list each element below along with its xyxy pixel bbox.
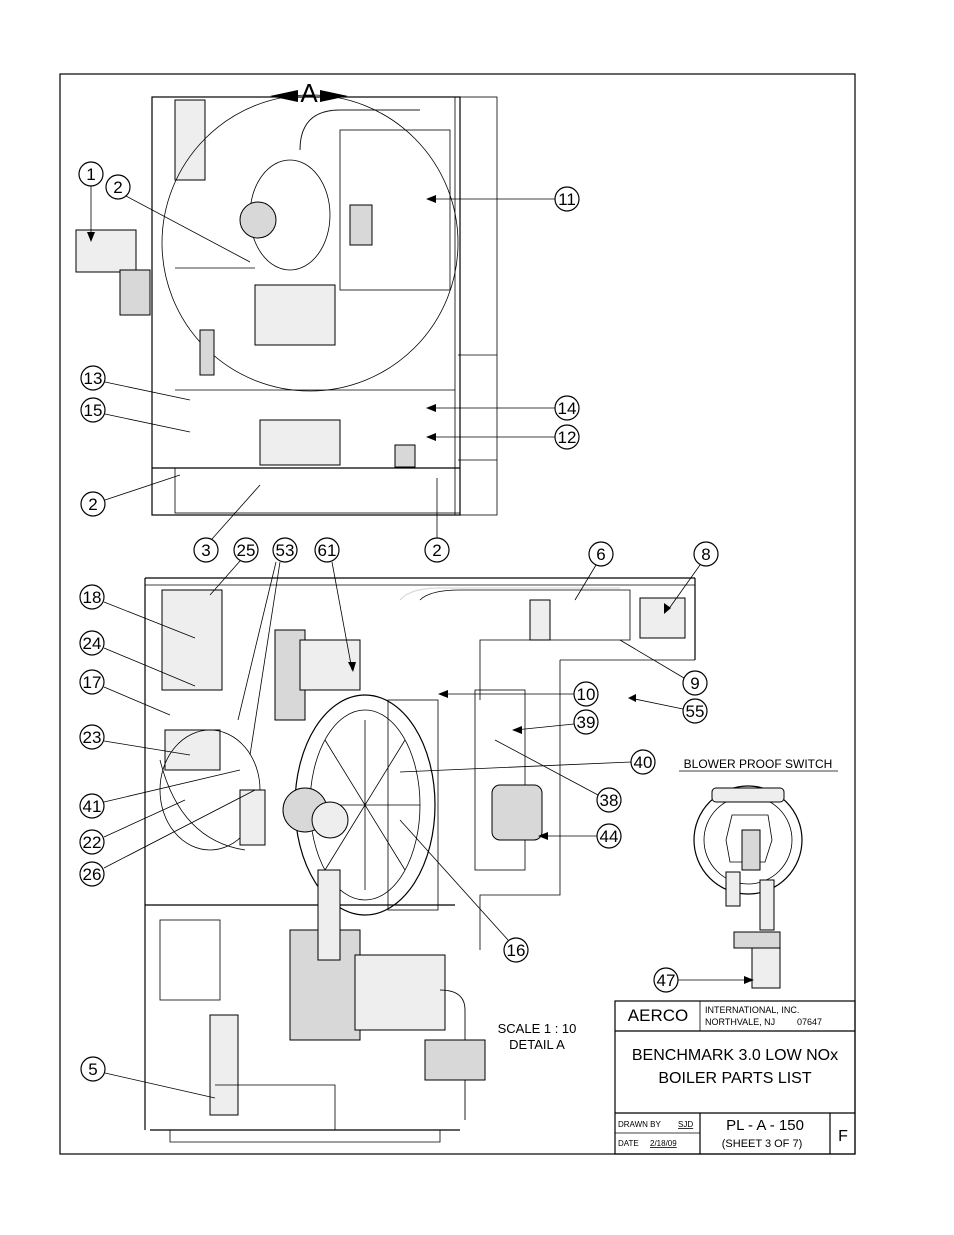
svg-text:13: 13 — [84, 369, 103, 388]
drawn-by-value: SJD — [678, 1120, 693, 1129]
svg-text:24: 24 — [83, 634, 102, 653]
callout-11: 11 — [426, 186, 580, 212]
date-value: 2/18/09 — [650, 1139, 677, 1148]
detail-a-marker: A — [270, 78, 348, 108]
svg-text:11: 11 — [558, 190, 576, 209]
svg-text:18: 18 — [83, 588, 102, 607]
company-line1: INTERNATIONAL, INC. — [705, 1005, 799, 1015]
svg-text:47: 47 — [657, 971, 676, 990]
svg-text:26: 26 — [83, 865, 102, 884]
callout-14: 14 — [426, 395, 580, 421]
callout-24: 24 — [79, 630, 196, 687]
title-block: AERCO INTERNATIONAL, INC. NORTHVALE, NJ … — [614, 1000, 856, 1155]
callout-22: 22 — [79, 799, 186, 855]
svg-text:5: 5 — [88, 1060, 97, 1079]
blower-proof-switch-inset: BLOWER PROOF SWITCH 47 — [653, 757, 838, 993]
svg-text:16: 16 — [507, 941, 526, 960]
company-name: AERCO — [628, 1006, 688, 1025]
svg-text:10: 10 — [577, 685, 596, 704]
detail-a-view — [144, 577, 696, 1143]
detail-label: DETAIL A — [509, 1037, 565, 1052]
date-label: DATE — [618, 1139, 639, 1148]
scale-note: SCALE 1 : 10 DETAIL A — [498, 1021, 577, 1052]
svg-text:8: 8 — [701, 545, 710, 564]
callout-1: 1 — [78, 161, 104, 242]
callout-23: 23 — [79, 724, 191, 756]
detail-marker-letter: A — [300, 78, 318, 108]
callout-9: 9 — [619, 639, 708, 696]
callout-47: 47 — [653, 967, 754, 993]
callout-3: 3 — [193, 484, 261, 563]
svg-text:23: 23 — [83, 728, 102, 747]
callout-39: 39 — [512, 709, 599, 735]
callout-41: 41 — [79, 769, 241, 819]
company-line2: NORTHVALE, NJ — [705, 1017, 775, 1027]
svg-text:40: 40 — [634, 753, 653, 772]
svg-text:38: 38 — [600, 791, 619, 810]
callout-15: 15 — [80, 397, 191, 433]
callout-2c: 2 — [424, 478, 450, 563]
callout-16: 16 — [399, 819, 529, 963]
svg-text:2: 2 — [113, 178, 122, 197]
drawn-by-label: DRAWN BY — [618, 1120, 661, 1129]
svg-text:15: 15 — [84, 401, 103, 420]
callout-53: 53 — [237, 537, 298, 756]
callout-12: 12 — [426, 424, 580, 450]
svg-text:61: 61 — [318, 541, 337, 560]
callout-17: 17 — [79, 669, 171, 716]
svg-text:39: 39 — [577, 713, 596, 732]
detail-a-circle — [161, 94, 459, 392]
callout-5: 5 — [80, 1056, 216, 1099]
callout-55: 55 — [628, 694, 708, 724]
callout-10: 10 — [438, 681, 599, 707]
callout-13: 13 — [80, 365, 191, 401]
svg-text:3: 3 — [201, 541, 210, 560]
company-zip: 07647 — [797, 1017, 822, 1027]
svg-text:9: 9 — [690, 674, 699, 693]
svg-text:55: 55 — [686, 702, 705, 721]
callout-38: 38 — [494, 739, 622, 813]
callout-8: 8 — [664, 541, 719, 614]
svg-text:17: 17 — [83, 673, 102, 692]
svg-text:2: 2 — [88, 495, 97, 514]
svg-text:2: 2 — [432, 541, 441, 560]
inset-title: BLOWER PROOF SWITCH — [684, 757, 833, 771]
callout-40: 40 — [399, 749, 656, 775]
svg-text:6: 6 — [596, 545, 605, 564]
revision-letter: F — [838, 1128, 848, 1145]
callout-18: 18 — [79, 584, 196, 639]
callout-6: 6 — [574, 541, 614, 601]
callout-2a: 2 — [105, 174, 251, 263]
scale-label: SCALE 1 : 10 — [498, 1021, 577, 1036]
top-assembly-view — [75, 94, 498, 516]
svg-text:1: 1 — [86, 165, 95, 184]
drawing-title-line2: BOILER PARTS LIST — [658, 1070, 811, 1087]
drawing-border — [59, 73, 856, 1155]
svg-text:22: 22 — [83, 833, 102, 852]
callout-25: 25 — [209, 537, 259, 596]
callout-61: 61 — [314, 537, 356, 672]
drawing-number: PL - A - 150 — [726, 1117, 804, 1134]
svg-text:12: 12 — [558, 428, 577, 447]
bottom-callouts: 25 53 61 6 8 18 24 17 23 41 22 26 10 9 5… — [79, 537, 719, 1099]
callout-44: 44 — [538, 823, 622, 849]
svg-text:41: 41 — [83, 797, 102, 816]
callout-26: 26 — [79, 789, 256, 887]
svg-text:53: 53 — [276, 541, 295, 560]
callout-2b: 2 — [80, 474, 181, 517]
top-callouts: 1 2 11 13 15 14 12 2 3 2 — [78, 161, 580, 563]
svg-text:14: 14 — [558, 399, 577, 418]
sheet-number: (SHEET 3 OF 7) — [722, 1138, 802, 1150]
svg-text:44: 44 — [600, 827, 619, 846]
svg-text:25: 25 — [237, 541, 256, 560]
drawing-title-line1: BENCHMARK 3.0 LOW NOx — [632, 1047, 838, 1064]
